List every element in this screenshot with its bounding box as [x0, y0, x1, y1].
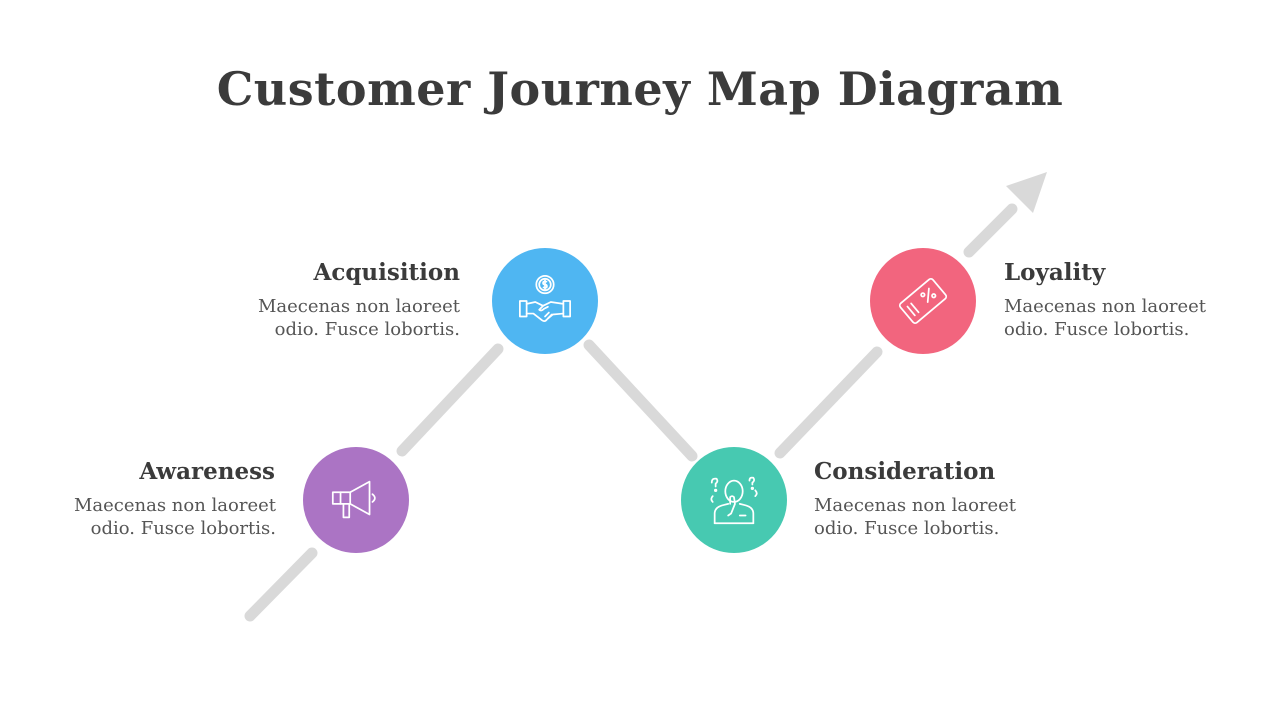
path-segment-consideration-loyalty — [774, 346, 883, 459]
thinking-person-icon — [710, 476, 758, 525]
acquisition-circle — [492, 248, 598, 354]
loyalty-circle — [870, 248, 976, 354]
discount-card-icon — [898, 278, 948, 324]
path-segment-awareness-acquisition — [396, 343, 504, 457]
stage-desc-acquisition: Maecenas non laoreet odio. Fusce loborti… — [257, 296, 460, 340]
megaphone-icon — [331, 480, 376, 519]
stage-desc-awareness: Maecenas non laoreet odio. Fusce loborti… — [73, 495, 276, 539]
path-arrowhead — [1006, 172, 1047, 213]
path-segment-end — [963, 203, 1018, 258]
consideration-circle — [681, 447, 787, 553]
stage-desc-loyalty: Maecenas non laoreet odio. Fusce loborti… — [1004, 296, 1207, 340]
stage-desc-consideration: Maecenas non laoreet odio. Fusce loborti… — [814, 495, 1017, 539]
stage-title-acquisition: Acquisition — [313, 259, 460, 286]
page-title: Customer Journey Map Diagram — [216, 62, 1064, 116]
stage-title-awareness: Awareness — [139, 458, 275, 485]
awareness-circle — [303, 447, 409, 553]
path-segment-start — [244, 547, 318, 622]
handshake-dollar-icon — [518, 274, 572, 322]
stage-title-consideration: Consideration — [814, 458, 996, 485]
path-segment-acquisition-consideration — [583, 339, 698, 462]
stage-title-loyalty: Loyality — [1004, 259, 1106, 286]
